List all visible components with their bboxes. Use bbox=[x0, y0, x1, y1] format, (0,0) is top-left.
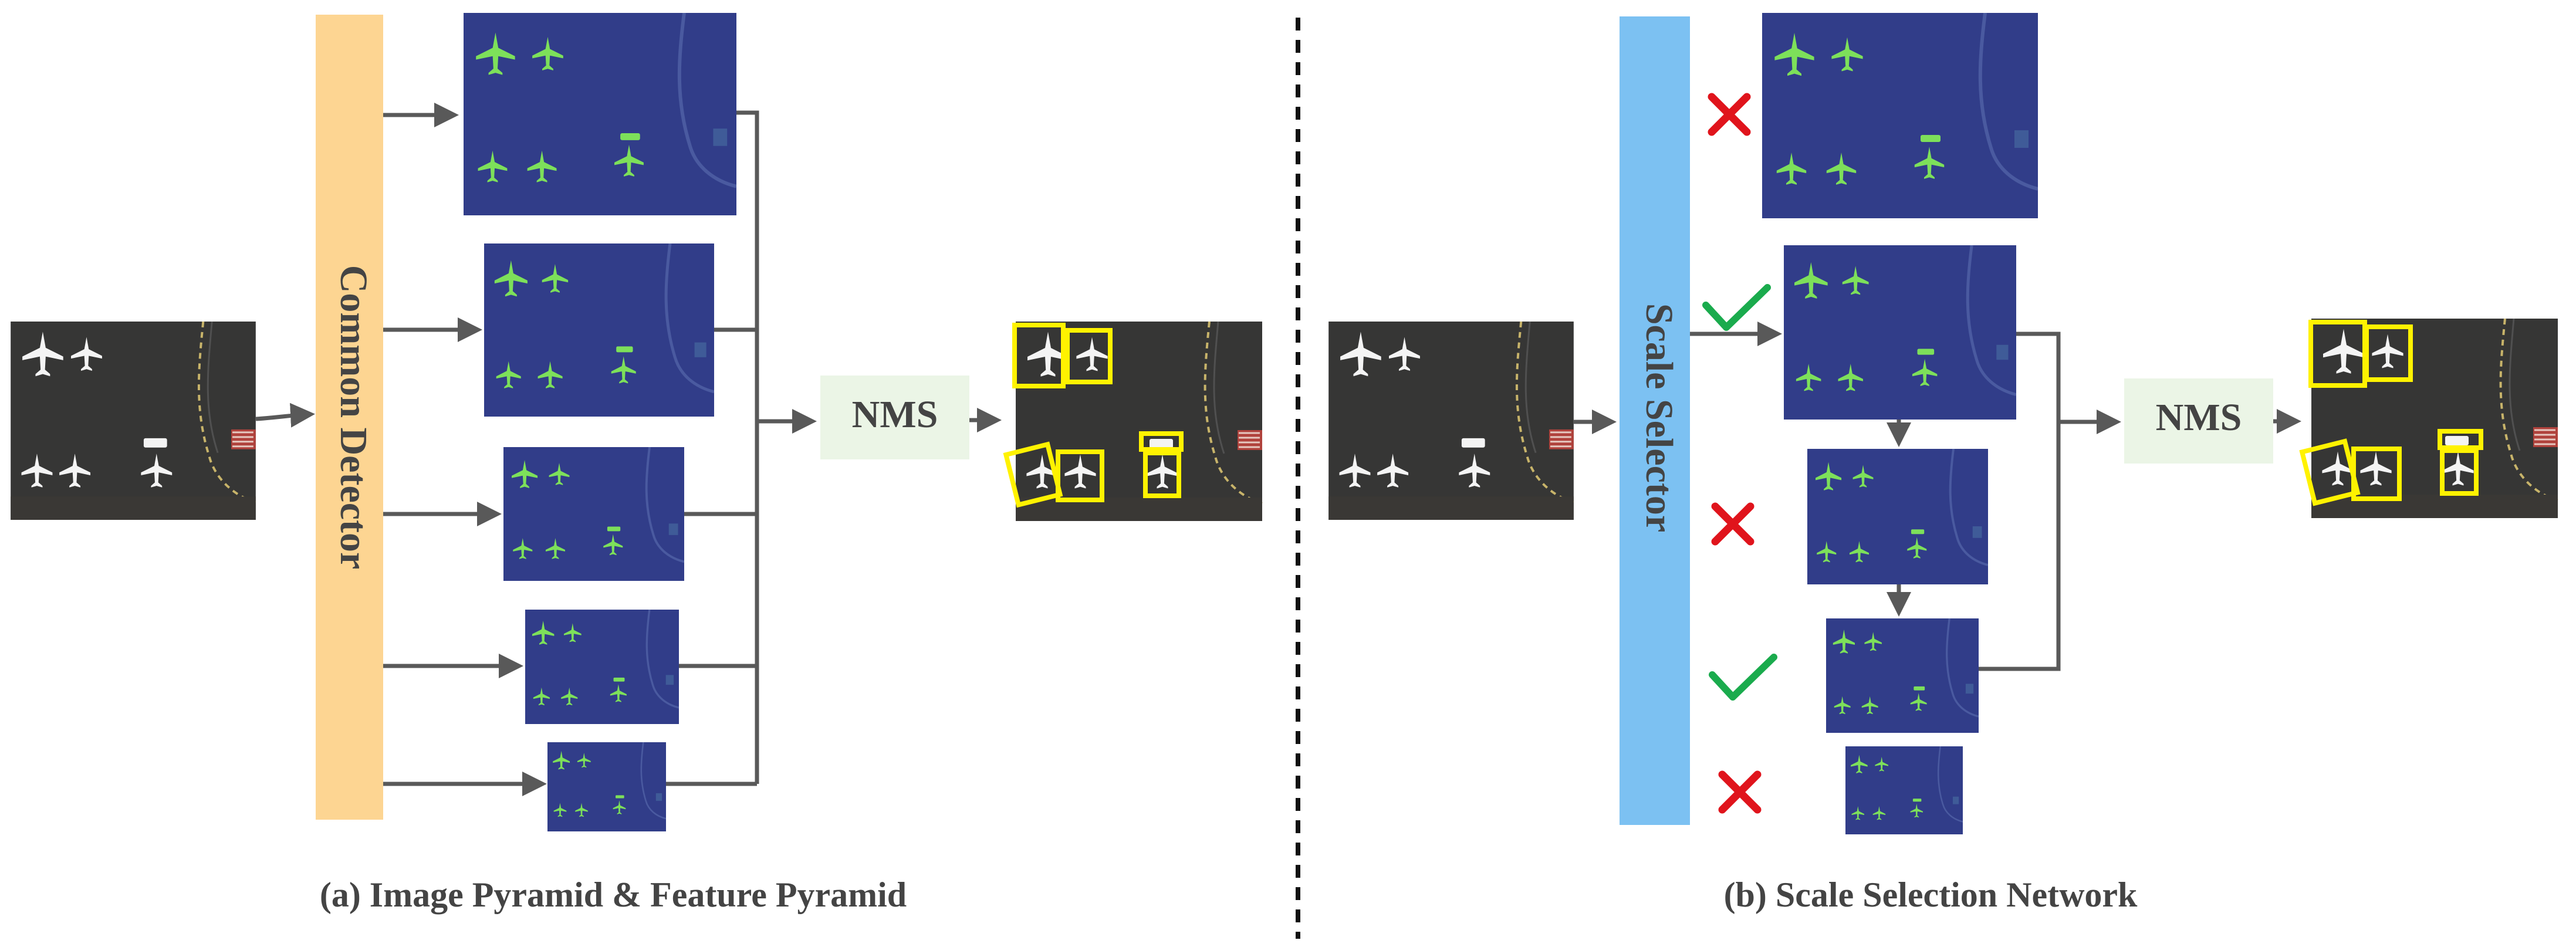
nms-label-b: NMS bbox=[2156, 396, 2242, 439]
feature-map-level-3 bbox=[503, 447, 684, 581]
output-detections-a bbox=[1003, 322, 1262, 521]
feature-map-level-2 bbox=[484, 243, 714, 417]
caption-panel-b: (b) Scale Selection Network bbox=[1724, 875, 2138, 914]
input-to-detector-arrow bbox=[255, 403, 315, 428]
feature-map-level-4 bbox=[525, 610, 679, 724]
common-detector-bar bbox=[316, 15, 383, 820]
input-aerial-image-b bbox=[1328, 322, 1574, 520]
selector-feature-map-level-5 bbox=[1845, 746, 1963, 834]
nms-label-a: NMS bbox=[852, 393, 938, 436]
caption-panel-a: (a) Image Pyramid & Feature Pyramid bbox=[320, 875, 907, 914]
selector-feature-map-level-2 bbox=[1784, 245, 2016, 420]
nms-box-b bbox=[2124, 378, 2273, 464]
output-detections-b bbox=[2299, 319, 2558, 518]
feature-map-level-1 bbox=[464, 13, 736, 215]
panel-a: Common Detector NMS bbox=[11, 13, 1262, 914]
nms-box-a bbox=[820, 376, 969, 459]
selector-feature-map-level-1 bbox=[1762, 13, 2038, 218]
scale-selector-bar bbox=[1620, 16, 1690, 825]
scale-selector-label: Scale Selector bbox=[1638, 303, 1681, 532]
cross-icon-level-3 bbox=[1715, 506, 1750, 542]
cross-icon-level-5 bbox=[1722, 774, 1757, 810]
cross-icon-level-1 bbox=[1712, 97, 1747, 132]
selector-connectors bbox=[1690, 322, 2121, 671]
selector-feature-map-level-3 bbox=[1807, 449, 1988, 584]
input-aerial-image bbox=[11, 322, 256, 520]
common-detector-label: Common Detector bbox=[332, 265, 375, 570]
check-icon-level-2 bbox=[1706, 288, 1767, 327]
feature-map-level-5 bbox=[547, 742, 666, 831]
selector-feature-map-level-4 bbox=[1826, 618, 1979, 733]
panel-b: Scale Selector NMS bbox=[1328, 13, 2558, 914]
merge-connectors-a bbox=[666, 110, 817, 786]
check-icon-level-4 bbox=[1712, 657, 1774, 697]
